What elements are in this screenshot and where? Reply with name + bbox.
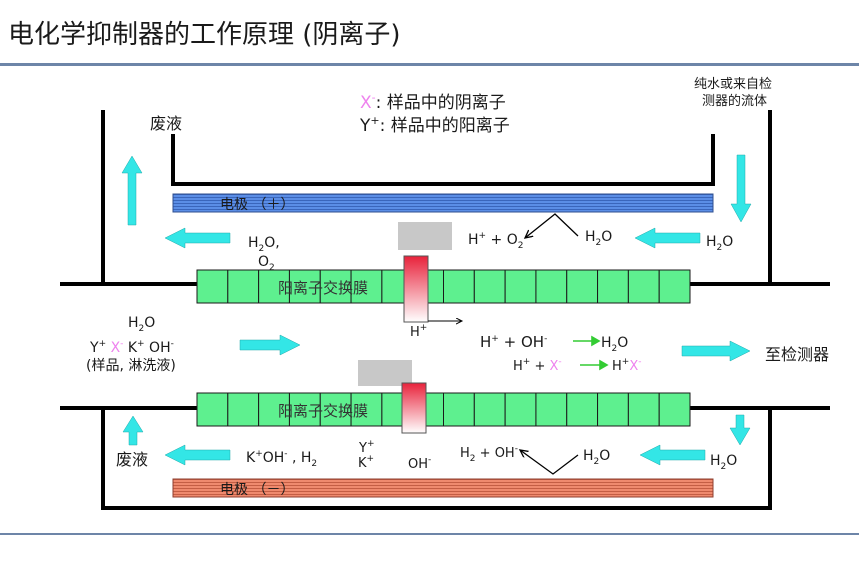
header-rule [0,63,859,66]
h2o-bottom-right: H2O [710,453,737,472]
h2o-o2-top-left: H2O, [248,235,280,254]
legend-x: X-: 样品中的阴离子 [360,91,506,113]
reaction-acid-product: H+X- [612,357,641,374]
flow-arrow-up-bottom [122,415,144,446]
flow-arrow-left-bottom-b [639,444,706,466]
flow-arrow-right-out [681,340,751,362]
membrane-cell [627,269,660,304]
membrane-cell [258,392,290,427]
sample-ions: Y+ X- K+ OH- [89,339,174,356]
flow-arrow-up-top [121,155,143,226]
membrane-cell [227,392,260,427]
pure-water-label-line2: 测器的流体 [702,93,767,109]
oh-minus-bottom: OH- [408,455,431,472]
membrane-cell [319,392,352,427]
gray-block-top [398,222,452,250]
waste-label-bottom: 废液 [116,450,148,469]
flow-arrow-right-mid [239,334,301,356]
reaction-arrows-green [573,335,609,371]
membrane-cell [566,392,599,427]
h2o-middle-left: H2O [128,315,155,334]
reaction-arrow-bottom [520,450,579,475]
membrane-cell [350,269,383,304]
koh-h2-bottom: K+OH- , H2 [246,449,317,469]
gray-block-bottom [358,360,412,386]
page-title: 电化学抑制器的工作原理 (阴离子) [8,20,401,50]
cation-exchange-membrane-top [196,269,691,304]
h2-oh-bottom: H2 + OH- [460,444,518,464]
legend-y: Y+: 样品中的阳离子 [359,114,510,136]
red-bridge-top [403,255,429,323]
membrane-cell [443,392,475,427]
channel-walls [60,110,830,510]
membrane-cell [504,269,537,304]
y-plus-bottom: Y+ [358,439,375,456]
h-plus-bridge-label: H+ [410,323,427,340]
membrane-cell [504,392,537,427]
flow-arrow-left-top-b [634,227,701,249]
reaction-acid: H+ + X- [513,357,562,374]
sample-description: (样品, 淋洗液) [86,358,176,374]
flow-arrow-left-top-a [164,227,231,249]
membrane-cell [658,269,691,304]
flow-arrow-left-bottom-a [164,444,231,466]
pure-water-label-line1: 纯水或来自检 [694,77,772,92]
h2o-top-center: H2O [585,229,612,248]
legend: X-: 样品中的阴离子 Y+: 样品中的阳离子 [359,91,510,136]
membrane-cell [473,269,506,304]
waste-label-top: 废液 [150,114,182,133]
membrane-cell [627,392,660,427]
red-bridge-bottom [401,382,427,434]
membrane-cell [473,392,506,427]
reaction-neutralization: H+ + OH- [480,333,547,351]
membrane-cell [196,269,229,304]
membrane-cell [535,392,568,427]
anode-electrode [172,193,714,213]
membrane-cell [535,269,568,304]
membrane-top-label: 阳离子交换膜 [278,279,368,297]
anode-label: 电极 （＋） [220,197,294,213]
membrane-cell [658,392,691,427]
membrane-cell [597,269,629,304]
membrane-cell [196,392,229,427]
membrane-cell [597,392,629,427]
footer-rule [0,533,859,535]
membrane-cell [350,392,383,427]
o2-top-left: O2 [258,254,275,273]
reaction-arrow-top [525,213,579,238]
membrane-cell [443,269,475,304]
membrane-bottom-label: 阳离子交换膜 [278,402,368,420]
flow-arrow-down-bottom-right [729,414,751,446]
cathode-label: 电极 （－） [220,482,294,498]
cathode-electrode [172,478,714,498]
reaction-neutralization-product: H2O [601,335,628,354]
h2o-bottom-center: H2O [583,448,610,467]
membrane-cell [319,269,352,304]
flow-arrows [121,154,752,466]
to-detector-label: 至检测器 [765,345,829,364]
cation-exchange-membrane-bottom [196,392,691,427]
h-plus-o2-top: H+ + O2 [468,231,523,251]
membrane-cell [227,269,260,304]
membrane-cell [566,269,599,304]
k-plus-bottom: K+ [358,454,374,471]
h2o-top-right: H2O [706,234,733,253]
membrane-cell [288,269,321,304]
flow-arrow-down-right-top [730,154,752,223]
